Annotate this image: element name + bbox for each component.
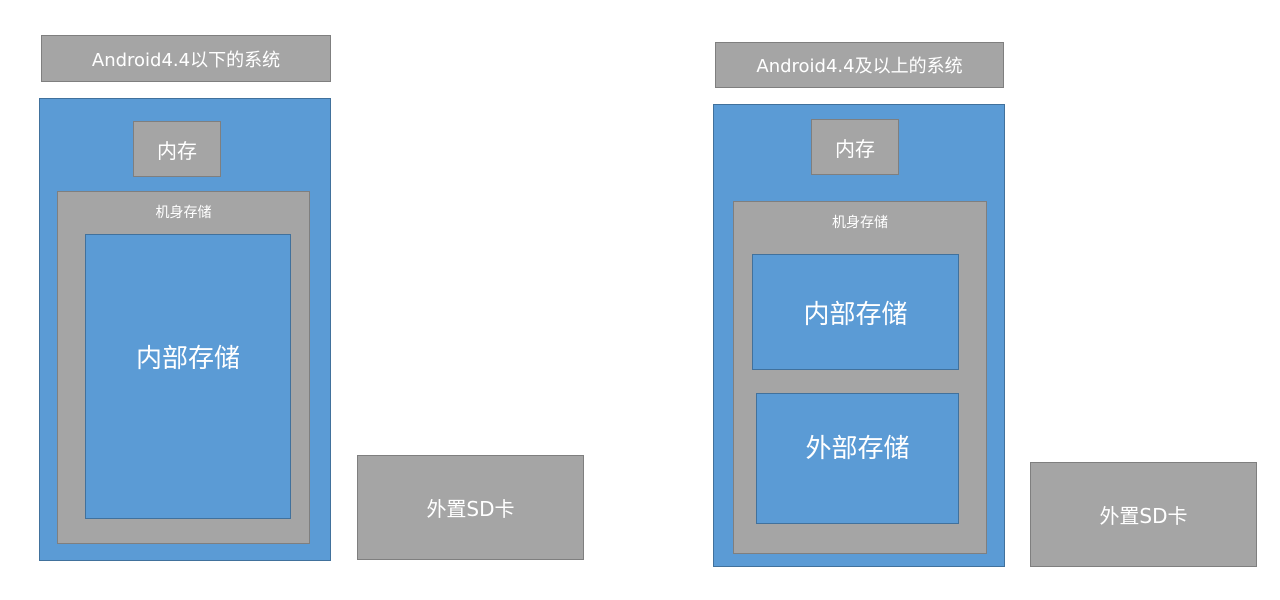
right-external-sd-box: 外置SD卡	[1030, 462, 1257, 567]
left-title: Android4.4以下的系统	[91, 49, 281, 71]
right-title-box: Android4.4及以上的系统	[715, 42, 1004, 88]
left-internal-storage-box: 内部存储	[85, 234, 291, 519]
right-external-storage-box: 外部存储	[756, 393, 959, 524]
left-internal-storage-label: 内部存储	[135, 344, 240, 374]
left-external-sd-box: 外置SD卡	[357, 455, 584, 560]
right-device-storage-label: 机身存储	[832, 215, 888, 231]
left-title-box: Android4.4以下的系统	[41, 35, 331, 82]
left-device-storage-label: 机身存储	[155, 205, 212, 221]
right-external-sd-label: 外置SD卡	[1099, 504, 1188, 528]
left-memory-box: 内存	[133, 121, 221, 177]
right-internal-storage-box: 内部存储	[752, 254, 959, 370]
right-external-storage-label: 外部存储	[805, 434, 910, 464]
right-memory-label: 内存	[835, 136, 875, 161]
right-memory-box: 内存	[811, 119, 899, 175]
right-title: Android4.4及以上的系统	[756, 56, 963, 77]
right-internal-storage-label: 内部存储	[803, 299, 908, 330]
left-external-sd-label: 外置SD卡	[426, 497, 515, 521]
left-memory-label: 内存	[157, 138, 197, 163]
